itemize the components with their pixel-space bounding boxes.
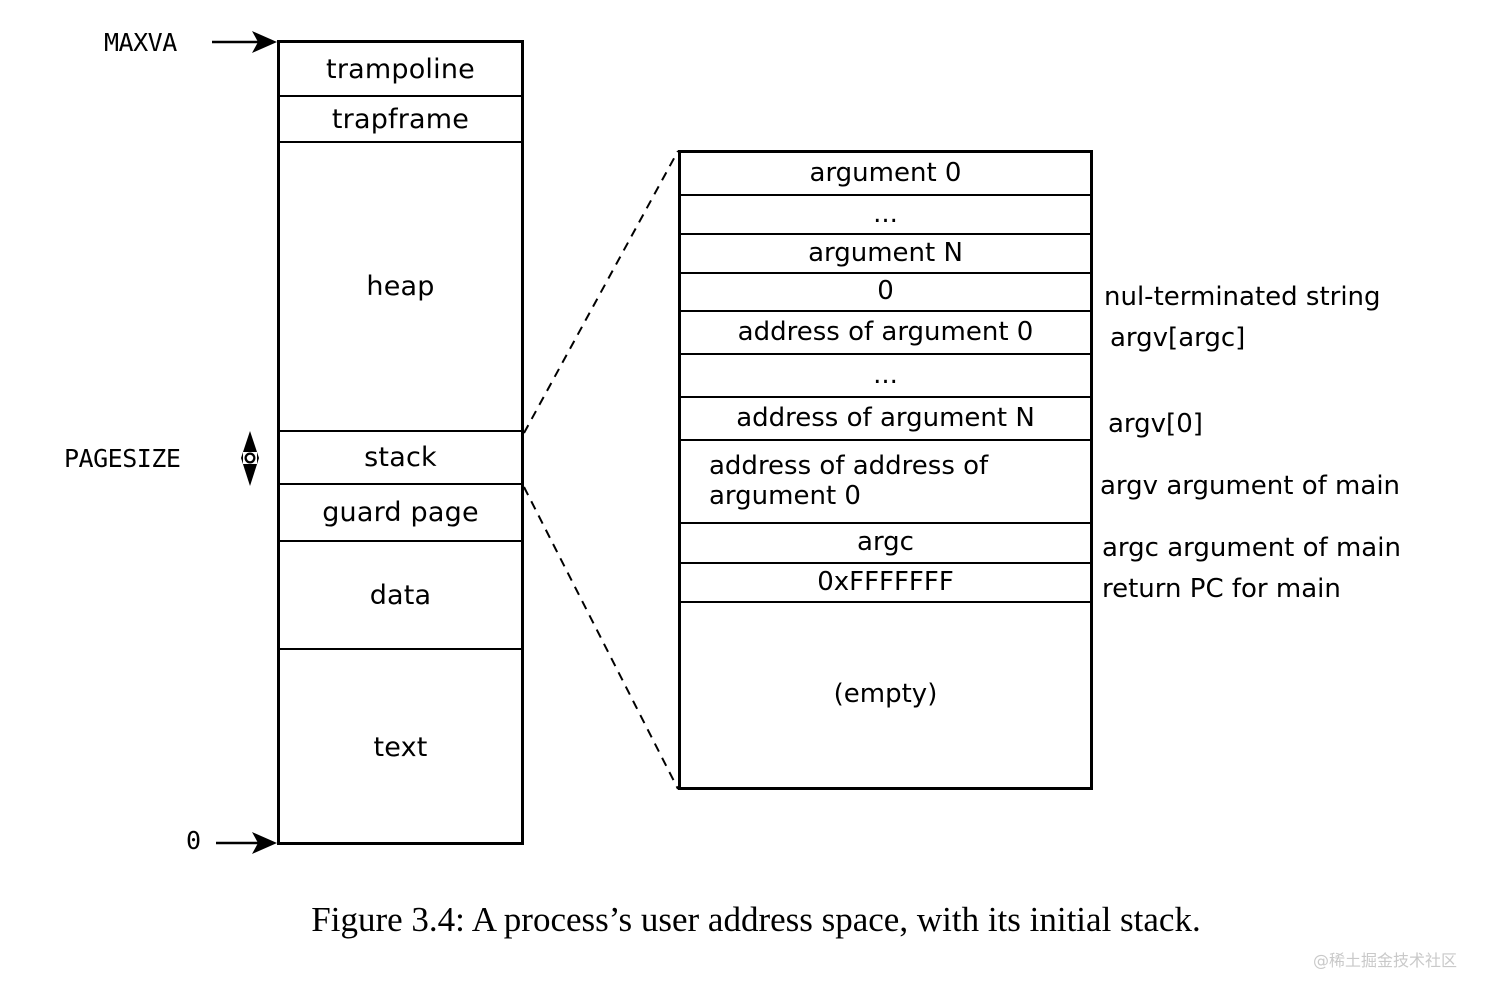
stack-row-address-of-argument-n: address of argument N — [681, 398, 1090, 441]
stack-row-argument-0: argument 0 — [681, 153, 1090, 196]
pagesize-double-arrow — [241, 431, 259, 486]
maxva-label: MAXVA — [104, 28, 177, 57]
segment-label: trampoline — [326, 53, 475, 85]
stack-row-label: argument 0 — [809, 157, 962, 188]
zero-arrow — [216, 832, 277, 854]
segment-label: heap — [366, 271, 435, 302]
stack-row-address-of-address-of-argument-0: address of address of argument 0 — [681, 441, 1090, 524]
segment-label: guard page — [322, 497, 479, 528]
stack-row-empty: (empty) — [681, 603, 1090, 787]
annotation-argv-argument-of-main: argv argument of main — [1100, 471, 1401, 501]
stack-row-address-of-argument-0: address of argument 0 — [681, 312, 1090, 355]
pagesize-label: PAGESIZE — [64, 444, 181, 473]
segment-label: data — [369, 579, 432, 611]
stack-row-argument-n: argument N — [681, 235, 1090, 274]
figure-caption: Figure 3.4: A process’s user address spa… — [311, 900, 1201, 939]
annotation-nul-terminated-string: nul-terminated string — [1104, 282, 1381, 312]
stack-row-label: ... — [873, 359, 898, 390]
stack-row-label: address of argument N — [736, 402, 1035, 433]
stack-row-args-ellipsis: ... — [681, 196, 1090, 235]
stack-row-return-pc: 0xFFFFFFF — [681, 564, 1090, 603]
segment-heap: heap — [280, 143, 521, 432]
expansion-guides — [523, 150, 679, 790]
segment-trapframe: trapframe — [280, 97, 521, 143]
annotation-argv-0: argv[0] — [1108, 409, 1203, 439]
watermark: @稀土掘金技术社区 — [1313, 951, 1458, 970]
zero-label: 0 — [186, 826, 201, 855]
stack-row-addresses-ellipsis: ... — [681, 355, 1090, 398]
stack-row-nul-zero: 0 — [681, 274, 1090, 312]
stack-row-label: address of address of argument 0 — [709, 451, 989, 511]
stack-row-label: 0 — [877, 276, 894, 307]
stack-row-label: argc — [857, 527, 914, 558]
segment-stack: stack — [280, 432, 521, 485]
segment-data: data — [280, 542, 521, 650]
segment-label: text — [373, 731, 428, 763]
annotation-argv-argc: argv[argc] — [1110, 323, 1246, 353]
stack-row-label: argument N — [808, 237, 963, 268]
stack-row-argc: argc — [681, 524, 1090, 564]
segment-label: trapframe — [331, 103, 470, 135]
initial-stack-box: argument 0 ... argument N 0 address of a… — [678, 150, 1093, 790]
segment-trampoline: trampoline — [280, 43, 521, 97]
stack-row-label: address of argument 0 — [737, 316, 1034, 347]
stack-row-label: (empty) — [833, 679, 938, 710]
stack-row-label: ... — [873, 198, 898, 229]
annotation-argc-argument-of-main: argc argument of main — [1102, 533, 1401, 563]
stack-row-label: 0xFFFFFFF — [817, 566, 954, 597]
address-space-column: trampoline trapframe heap stack guard pa… — [277, 40, 524, 845]
annotation-return-pc-for-main: return PC for main — [1102, 574, 1341, 604]
segment-guard-page: guard page — [280, 485, 521, 542]
segment-label: stack — [364, 442, 437, 473]
segment-text: text — [280, 650, 521, 844]
maxva-arrow — [212, 31, 277, 53]
